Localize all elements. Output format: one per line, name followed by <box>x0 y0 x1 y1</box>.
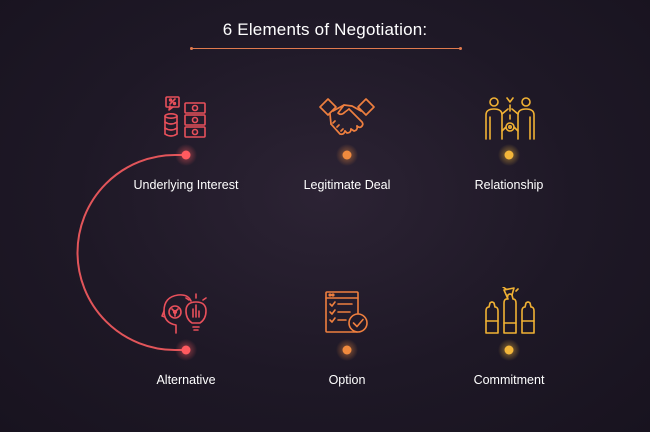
checklist-icon <box>325 291 368 333</box>
element-label-legitimate-deal: Legitimate Deal <box>303 178 391 192</box>
timeline-dot-1 <box>175 144 197 166</box>
title-underline <box>190 47 462 50</box>
timeline-dot-3 <box>498 144 520 166</box>
head-lightbulb-icon <box>161 293 207 334</box>
handshake-icon <box>319 98 375 136</box>
raised-hands-icon <box>485 287 535 334</box>
timeline-dot-2 <box>336 144 358 166</box>
timeline-dot-5 <box>336 339 358 361</box>
money-calculator-icon <box>164 96 206 138</box>
element-label-alternative: Alternative <box>156 373 216 387</box>
timeline-curve <box>76 154 186 351</box>
element-label-relationship: Relationship <box>474 178 544 192</box>
people-connection-icon <box>485 97 535 140</box>
page-title: 6 Elements of Negotiation: <box>222 20 428 39</box>
timeline-dot-4 <box>175 339 197 361</box>
element-label-option: Option <box>328 373 366 387</box>
element-label-commitment: Commitment <box>473 373 545 387</box>
timeline-dot-6 <box>498 339 520 361</box>
element-label-underlying-interest: Underlying Interest <box>133 178 239 192</box>
